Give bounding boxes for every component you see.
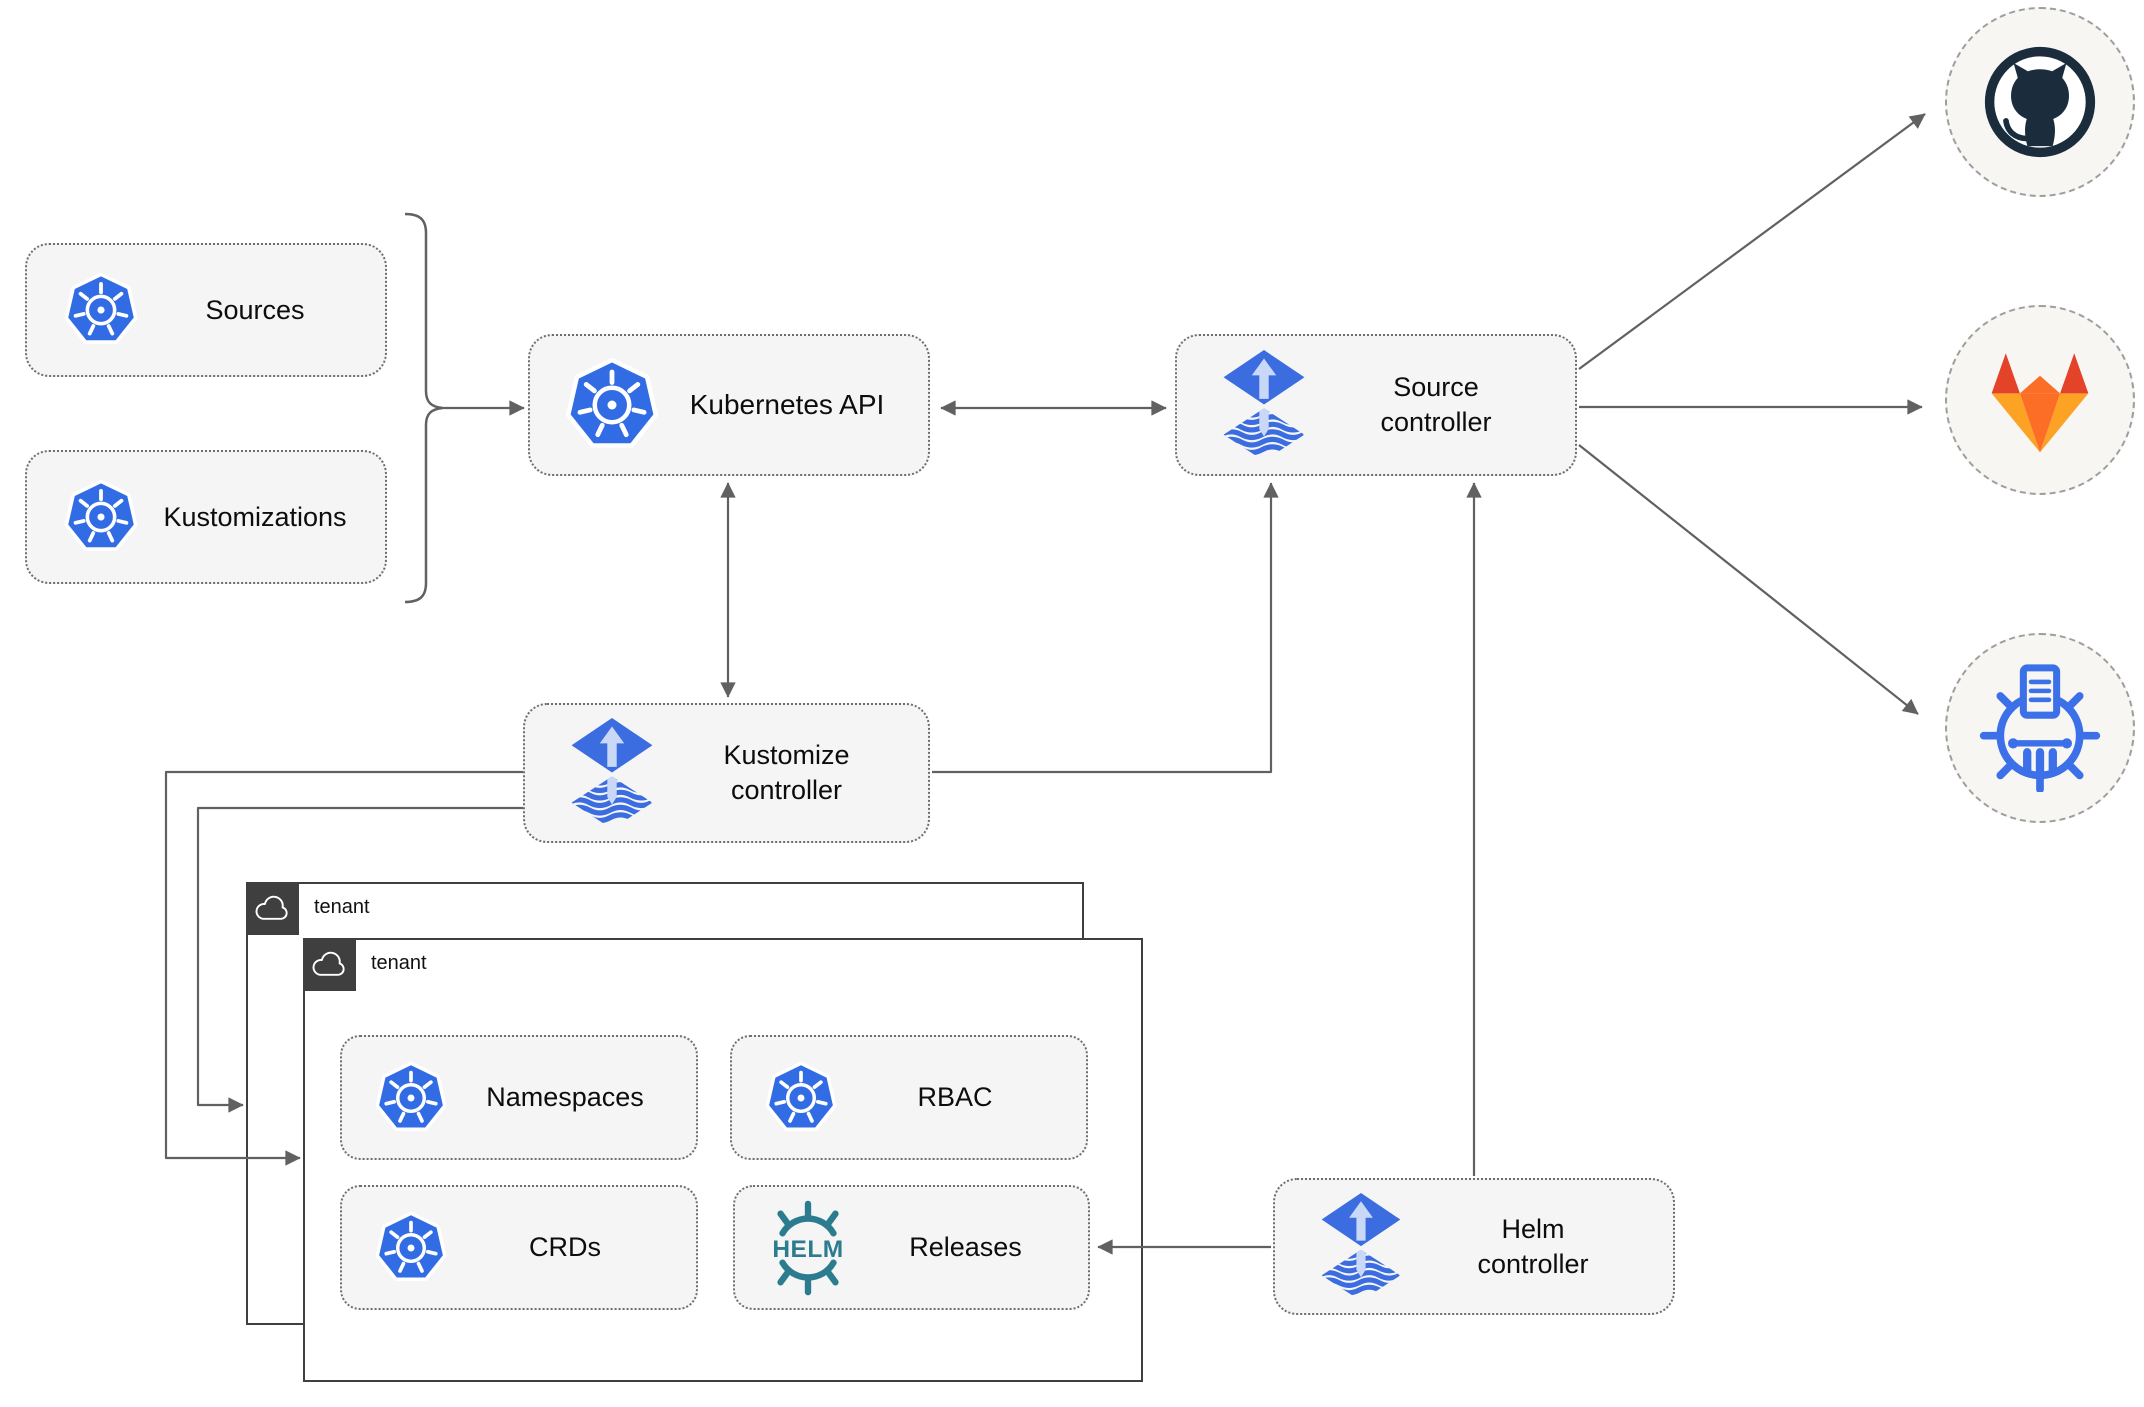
node-kustomize-controller-label: Kustomize controller [723,740,850,805]
tenant-box-front: tenant [302,937,1143,1382]
kubernetes-icon [374,1061,448,1135]
cloud-icon [254,894,290,923]
node-kubernetes-api: Kubernetes API [528,334,930,476]
node-kubernetes-api-label: Kubernetes API [689,389,885,421]
tenant-front-label: tenant [371,952,427,974]
node-namespaces-label: Namespaces [486,1082,644,1113]
helm-icon [759,1199,857,1297]
cloud-icon [311,950,347,979]
flux-icon [1217,350,1311,461]
node-releases-label: Releases [909,1232,1022,1263]
flux-icon [1315,1193,1407,1301]
kubernetes-icon [564,357,660,453]
node-releases: Releases [733,1185,1090,1310]
kubernetes-icon [63,479,139,555]
provider-github [1945,7,2135,197]
node-source-controller: Source controller [1175,334,1577,476]
kubernetes-icon [63,272,139,348]
provider-gitlab [1945,305,2135,495]
gitlab-icon [1981,346,2099,455]
github-icon [1977,39,2103,165]
node-helm-controller-label: Helm controller [1477,1213,1589,1279]
node-rbac: RBAC [730,1035,1088,1160]
node-crds-label: CRDs [529,1232,601,1263]
kubernetes-icon [764,1061,838,1135]
provider-chartmuseum [1945,633,2135,823]
node-kustomize-controller: Kustomize controller [523,703,930,843]
node-namespaces: Namespaces [340,1035,698,1160]
node-kustomizations: Kustomizations [25,450,387,584]
node-crds: CRDs [340,1185,698,1310]
node-rbac-label: RBAC [917,1082,993,1113]
arrow-source-to-github [1578,113,1926,370]
node-helm-controller: Helm controller [1273,1178,1675,1315]
brace-sources-group [404,212,445,604]
flux-icon [565,718,659,829]
kubernetes-icon [374,1211,448,1285]
chartmuseum-icon [1976,664,2104,792]
tenant-back-header [245,881,299,935]
tenant-front-header [302,937,356,991]
arrow-kustomize-to-source-controller [932,482,1279,774]
node-kustomizations-label: Kustomizations [163,501,347,532]
tenant-back-label: tenant [314,896,370,918]
node-source-controller-label: Source controller [1380,372,1492,437]
node-sources: Sources [25,243,387,377]
arrow-source-to-chartmuseum [1578,444,1919,715]
node-sources-label: Sources [205,294,305,325]
